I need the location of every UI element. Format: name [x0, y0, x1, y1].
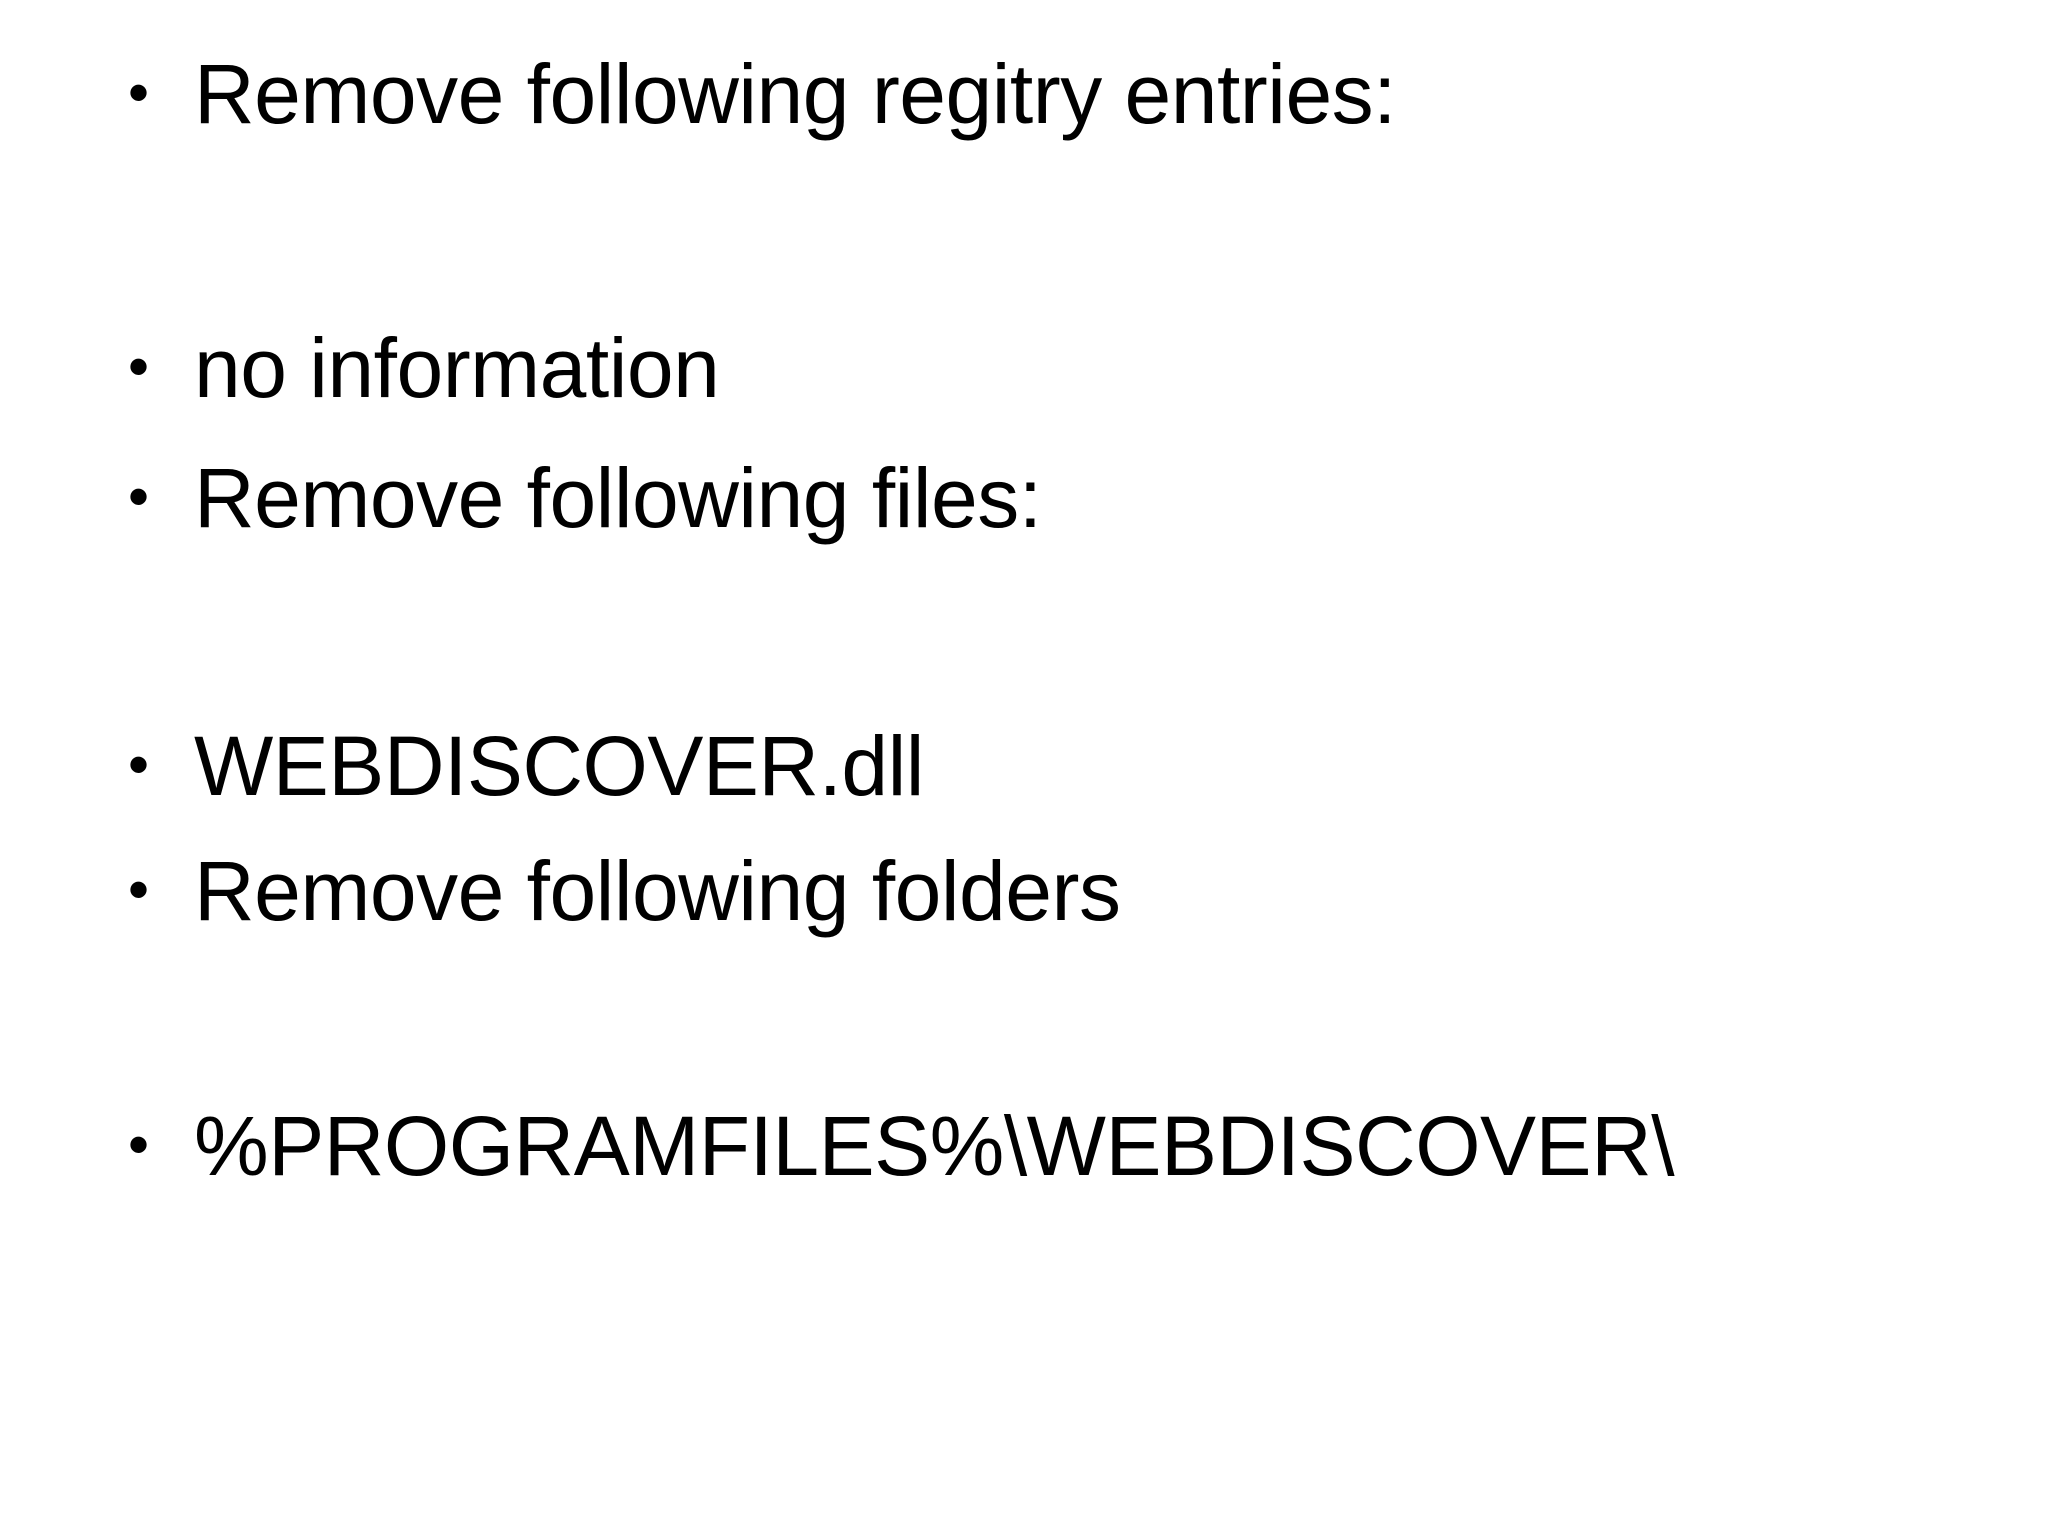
bullet-point-icon: • [128, 333, 150, 400]
bullet-text: Remove following folders [194, 844, 1121, 938]
list-item: • %PROGRAMFILES%\WEBDISCOVER\ [128, 1099, 2028, 1193]
list-item: • Remove following files: [128, 451, 2028, 545]
list-item: • Remove following regitry entries: [128, 47, 2028, 141]
bullet-text: Remove following files: [194, 451, 1042, 545]
list-item: • WEBDISCOVER.dll [128, 719, 2028, 813]
bullet-text: %PROGRAMFILES%\WEBDISCOVER\ [194, 1099, 1675, 1193]
bullet-text: WEBDISCOVER.dll [194, 719, 924, 813]
list-item: • no information [128, 321, 2028, 415]
bullet-point-icon: • [128, 59, 150, 126]
bullet-point-icon: • [128, 856, 150, 923]
bullet-point-icon: • [128, 1111, 150, 1178]
list-item: • Remove following folders [128, 844, 2028, 938]
bullet-point-icon: • [128, 731, 150, 798]
bullet-text: no information [194, 321, 720, 415]
bullet-point-icon: • [128, 463, 150, 530]
bullet-text: Remove following regitry entries: [194, 47, 1397, 141]
